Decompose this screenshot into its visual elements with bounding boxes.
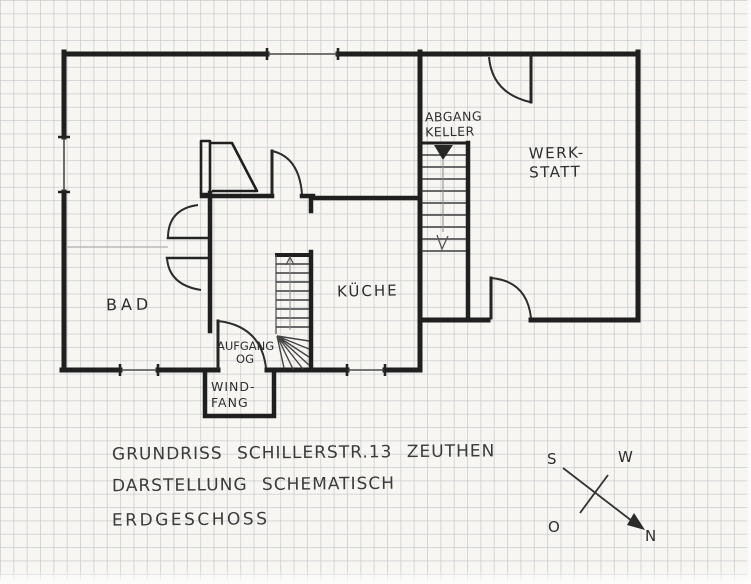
room-label-werkstatt-line1: WERK- — [528, 143, 585, 163]
compass-main-line — [562, 467, 633, 522]
og-stair-winder-fan — [276, 335, 310, 370]
room-label-windfang-line2: FANG — [211, 395, 249, 410]
outer-walls — [59, 49, 641, 373]
compass-north-arrowhead — [627, 513, 645, 530]
room-label-kueche: KÜCHE — [336, 281, 399, 301]
label-aufgang-og: AUFGANG OG — [217, 339, 275, 366]
cellar-stair-arrowhead — [436, 234, 449, 251]
windfang-walls — [202, 368, 277, 419]
og-staircase — [275, 253, 312, 370]
caption-floor: ERDGESCHOSS — [111, 509, 270, 531]
og-stair-treads — [276, 263, 309, 328]
room-label-werkstatt: WERK- STATT — [529, 144, 586, 183]
label-aufgang-og-line2: OG — [236, 352, 254, 366]
caption-subtitle: DARSTELLUNG SCHEMATISCH — [111, 473, 396, 497]
room-label-windfang-line1: WIND- — [211, 379, 256, 394]
paper-edge-bottom — [0, 572, 751, 584]
label-abgang-keller: ABGANG KELLER — [425, 109, 483, 140]
compass-cross-line — [579, 474, 609, 514]
room-label-windfang: WIND- FANG — [211, 379, 256, 411]
cellar-staircase — [420, 141, 468, 252]
window-ticks — [58, 48, 387, 376]
caption-title: GRUNDRISS SCHILLERSTR.13 ZEUTHEN — [111, 441, 496, 465]
compass-label-east: O — [548, 518, 560, 536]
paper-edge-right — [747, 0, 751, 584]
label-abgang-keller-line2: KELLER — [425, 123, 475, 140]
door-swing-arcs — [166, 56, 532, 369]
label-abgang-keller-line1: ABGANG — [424, 108, 483, 125]
room-label-werkstatt-line2: STATT — [529, 162, 582, 182]
door-leaves — [216, 53, 533, 370]
chimney-outline — [199, 139, 259, 196]
cellar-stair-treads — [422, 154, 466, 252]
bad-door-leaves — [165, 236, 211, 260]
cellar-stair-start-triangle — [434, 145, 453, 160]
window-lines — [63, 53, 385, 371]
compass-label-south: S — [547, 450, 557, 468]
interior-walls — [199, 140, 471, 373]
compass-label-west: W — [618, 448, 633, 466]
compass-label-north: N — [645, 527, 657, 545]
og-stair-arrowhead — [285, 255, 295, 266]
room-label-bad: BAD — [105, 294, 153, 315]
label-aufgang-og-line1: AUFGANG — [217, 339, 275, 353]
compass — [562, 467, 645, 530]
